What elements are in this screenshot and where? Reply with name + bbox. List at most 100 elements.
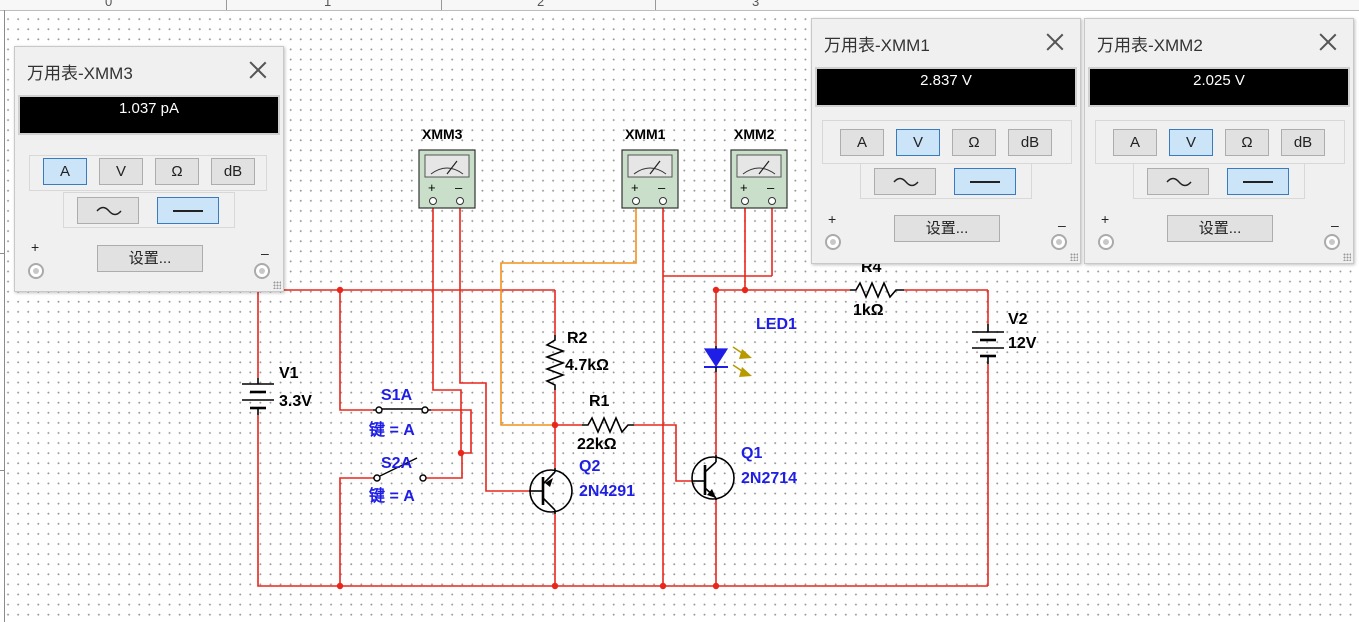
- mode-button-db[interactable]: dB: [1281, 129, 1325, 156]
- label-r2-ref: R2: [567, 330, 588, 347]
- settings-button[interactable]: 设置...: [97, 245, 203, 272]
- sheet-border-left: [4, 10, 5, 622]
- panel-title: 万用表-XMM3: [27, 64, 133, 83]
- resistor-r4-symbol[interactable]: [850, 280, 904, 300]
- sine-wave-icon: [893, 177, 919, 187]
- meter-display: 1.037 pA: [18, 95, 280, 135]
- ruler-number: 3: [752, 0, 760, 9]
- multimeter-panel-xmm3[interactable]: 万用表-XMM3 1.037 pA A V Ω dB + – 设置...: [14, 46, 284, 292]
- label-q2-ref: Q2: [579, 458, 601, 475]
- multimeter-xmm3-symbol[interactable]: + –: [418, 149, 476, 209]
- label-v1-value: 3.3V: [279, 393, 312, 410]
- switch-s2-symbol[interactable]: [373, 457, 427, 482]
- mode-button-v[interactable]: V: [896, 129, 940, 156]
- dc-button[interactable]: [1227, 168, 1289, 195]
- minus-terminal-label: –: [1331, 217, 1339, 233]
- transistor-q2-symbol[interactable]: [529, 468, 573, 514]
- mode-button-a[interactable]: A: [43, 158, 87, 185]
- minus-terminal-label: –: [261, 245, 269, 261]
- minus-terminal-jack[interactable]: [254, 263, 270, 279]
- mode-button-v[interactable]: V: [99, 158, 143, 185]
- label-xmm1-ref: XMM1: [625, 126, 666, 142]
- sine-wave-icon: [96, 206, 122, 216]
- label-s2-key: 键 = A: [369, 488, 415, 505]
- plus-terminal-label: +: [1101, 211, 1110, 227]
- resistor-r1-symbol[interactable]: [582, 415, 634, 435]
- dc-button[interactable]: [954, 168, 1016, 195]
- mode-button-a[interactable]: A: [840, 129, 884, 156]
- multimeter-panel-xmm1[interactable]: 万用表-XMM1 2.837 V A V Ω dB + – 设置...: [811, 18, 1081, 264]
- ac-button[interactable]: [77, 197, 139, 224]
- mode-button-v[interactable]: V: [1169, 129, 1213, 156]
- svg-text:+: +: [428, 180, 436, 195]
- led1-symbol[interactable]: [703, 346, 752, 377]
- mode-button-group: [29, 155, 267, 191]
- mode-button-ohm[interactable]: Ω: [952, 129, 996, 156]
- resize-grip[interactable]: [1343, 253, 1351, 261]
- label-v2-ref: V2: [1008, 311, 1028, 328]
- mode-button-db[interactable]: dB: [211, 158, 255, 185]
- dc-line-icon: [173, 210, 203, 212]
- battery-v2-symbol[interactable]: [972, 324, 1004, 364]
- battery-v1-symbol[interactable]: [242, 378, 274, 415]
- transistor-q1-symbol[interactable]: [691, 455, 735, 500]
- svg-text:–: –: [658, 180, 666, 195]
- label-v2-value: 12V: [1008, 335, 1037, 352]
- multimeter-xmm1-symbol[interactable]: + –: [621, 149, 679, 209]
- resize-grip[interactable]: [1070, 253, 1078, 261]
- minus-terminal-jack[interactable]: [1051, 234, 1067, 250]
- label-r1-value: 22kΩ: [577, 436, 617, 453]
- svg-text:+: +: [631, 180, 639, 195]
- label-s1-ref: S1A: [381, 387, 413, 404]
- resize-grip[interactable]: [273, 281, 281, 289]
- multimeter-panel-xmm2[interactable]: 万用表-XMM2 2.025 V A V Ω dB + – 设置...: [1084, 18, 1354, 264]
- svg-text:–: –: [767, 180, 775, 195]
- resistor-r2-symbol[interactable]: [544, 335, 566, 390]
- dc-line-icon: [1243, 181, 1273, 183]
- wires: [257, 203, 989, 587]
- plus-terminal-jack[interactable]: [28, 263, 44, 279]
- meter-display: 2.837 V: [815, 67, 1077, 107]
- close-icon[interactable]: [1044, 31, 1066, 53]
- mode-button-db[interactable]: dB: [1008, 129, 1052, 156]
- ruler-tick: [655, 0, 656, 10]
- label-v1-ref: V1: [279, 365, 299, 382]
- label-s1-key: 键 = A: [369, 422, 415, 439]
- label-s2-ref: S2A: [381, 455, 413, 472]
- ruler-number: 1: [324, 0, 332, 9]
- plus-terminal-jack[interactable]: [825, 234, 841, 250]
- label-xmm2-ref: XMM2: [734, 126, 775, 142]
- minus-terminal-jack[interactable]: [1324, 234, 1340, 250]
- mode-button-ohm[interactable]: Ω: [1225, 129, 1269, 156]
- signal-button-group: [860, 163, 1032, 199]
- signal-button-group: [1133, 163, 1305, 199]
- settings-button[interactable]: 设置...: [894, 215, 1000, 242]
- ruler-number: 0: [105, 0, 113, 9]
- switch-s1-symbol[interactable]: [373, 406, 431, 414]
- plus-terminal-jack[interactable]: [1098, 234, 1114, 250]
- sheet-border-mark: [0, 470, 4, 471]
- close-icon[interactable]: [1317, 31, 1339, 53]
- label-r1-ref: R1: [589, 393, 610, 410]
- mode-button-ohm[interactable]: Ω: [155, 158, 199, 185]
- ruler-tick: [226, 0, 227, 10]
- label-led1-ref: LED1: [756, 316, 797, 333]
- label-q1-ref: Q1: [741, 445, 763, 462]
- dc-button[interactable]: [157, 197, 219, 224]
- junction-dots: [336, 286, 749, 590]
- close-icon[interactable]: [247, 59, 269, 81]
- ac-button[interactable]: [1147, 168, 1209, 195]
- plus-terminal-label: +: [31, 239, 40, 255]
- sine-wave-icon: [1166, 177, 1192, 187]
- sheet-border-mark: [0, 253, 4, 254]
- mode-button-a[interactable]: A: [1113, 129, 1157, 156]
- multimeter-xmm2-symbol[interactable]: + –: [730, 149, 788, 209]
- settings-button[interactable]: 设置...: [1167, 215, 1273, 242]
- dc-line-icon: [970, 181, 1000, 183]
- svg-text:+: +: [740, 180, 748, 195]
- ac-button[interactable]: [874, 168, 936, 195]
- minus-terminal-label: –: [1058, 217, 1066, 233]
- label-r4-value: 1kΩ: [853, 302, 884, 319]
- plus-terminal-label: +: [828, 211, 837, 227]
